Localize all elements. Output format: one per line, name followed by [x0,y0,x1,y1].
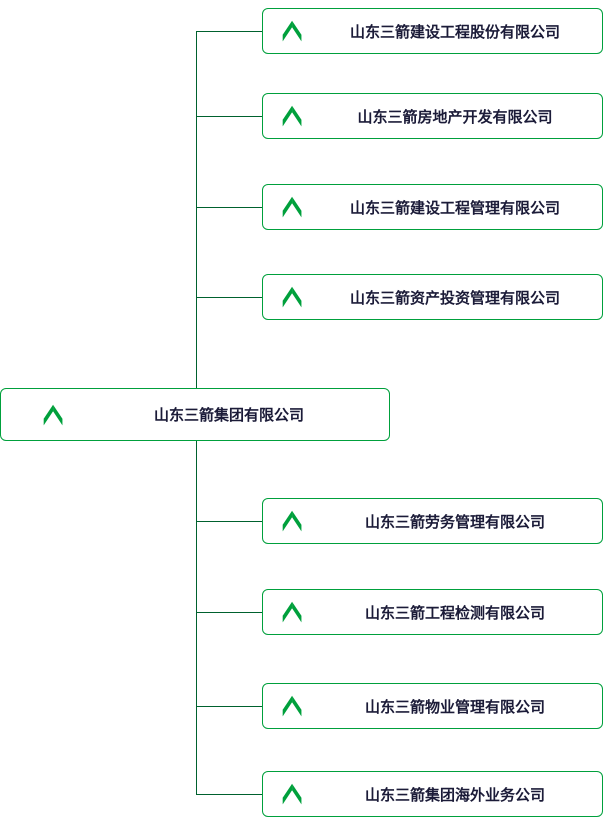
org-node-subsidiary-3[interactable]: 山东三箭建设工程管理有限公司 [262,184,603,230]
org-node-subsidiary-1[interactable]: 山东三箭建设工程股份有限公司 [262,8,603,54]
org-node-label: 山东三箭建设工程管理有限公司 [349,198,560,217]
sanjian-arrow-logo-icon [278,282,308,312]
connector-line [196,207,263,208]
org-node-label: 山东三箭集团有限公司 [153,406,304,424]
sanjian-arrow-logo-icon [278,192,308,222]
org-node-subsidiary-5[interactable]: 山东三箭劳务管理有限公司 [262,498,603,544]
org-node-subsidiary-2[interactable]: 山东三箭房地产开发有限公司 [262,93,603,139]
sanjian-arrow-logo-icon [278,691,308,721]
org-node-label: 山东三箭房地产开发有限公司 [357,107,553,126]
org-node-label: 山东三箭工程检测有限公司 [364,603,545,622]
org-node-subsidiary-4[interactable]: 山东三箭资产投资管理有限公司 [262,274,603,320]
org-node-subsidiary-8[interactable]: 山东三箭集团海外业务公司 [262,771,603,817]
sanjian-arrow-logo-icon [278,101,308,131]
sanjian-arrow-logo-icon [39,400,69,430]
org-node-label: 山东三箭劳务管理有限公司 [364,512,545,531]
org-node-label: 山东三箭资产投资管理有限公司 [349,288,560,307]
connector-line [196,521,263,522]
connector-line [196,794,263,795]
org-node-label: 山东三箭物业管理有限公司 [364,697,545,716]
sanjian-arrow-logo-icon [278,779,308,809]
sanjian-arrow-logo-icon [278,16,308,46]
org-node-label: 山东三箭集团海外业务公司 [364,785,545,804]
sanjian-arrow-logo-icon [278,506,308,536]
org-node-label: 山东三箭建设工程股份有限公司 [349,22,560,41]
org-node-subsidiary-7[interactable]: 山东三箭物业管理有限公司 [262,683,603,729]
connector-line [196,116,263,117]
connector-line [196,297,263,298]
org-node-subsidiary-6[interactable]: 山东三箭工程检测有限公司 [262,589,603,635]
connector-line [196,31,263,32]
connector-line [196,706,263,707]
connector-line [196,612,263,613]
sanjian-arrow-logo-icon [278,597,308,627]
org-node-parent[interactable]: 山东三箭集团有限公司 [0,388,390,441]
